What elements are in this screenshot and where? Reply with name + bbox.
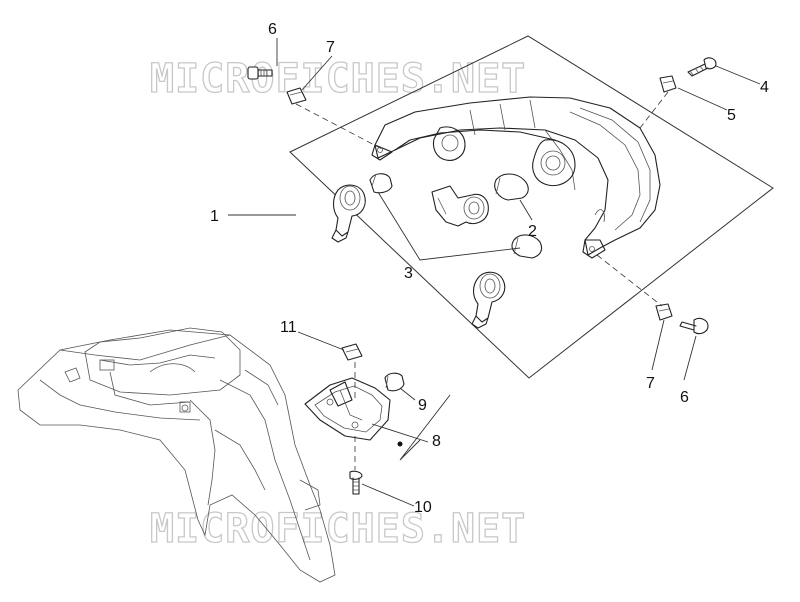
screw-10 xyxy=(349,470,363,495)
bulb-part-2 xyxy=(494,173,529,201)
callout-6-upper: 6 xyxy=(268,21,277,38)
rear-fender xyxy=(17,327,336,583)
clip-nut-5 xyxy=(659,75,677,93)
clip-nut-11 xyxy=(341,343,363,361)
callout-1: 1 xyxy=(210,208,219,225)
leader-7b xyxy=(651,319,665,371)
alignment-line-lower-right xyxy=(596,254,663,307)
callout-3: 3 xyxy=(404,265,413,282)
callout-8: 8 xyxy=(432,433,441,450)
assembly-frame-1 xyxy=(289,35,774,379)
callout-9: 9 xyxy=(418,397,427,414)
marker-dot-8 xyxy=(397,441,403,447)
clip-nut-7-lower xyxy=(655,303,673,321)
callout-4: 4 xyxy=(760,79,769,96)
bracket-8 xyxy=(399,394,451,461)
license-plate-light xyxy=(304,377,391,441)
bulb-socket-lower xyxy=(471,271,506,329)
leader-3 xyxy=(377,191,521,261)
leader-4 xyxy=(715,65,761,85)
bulb-upper-left xyxy=(369,173,393,194)
leader-5 xyxy=(677,87,728,111)
clip-nut-7-upper xyxy=(286,87,307,105)
alignment-line-upper-left xyxy=(295,103,385,151)
bulb-socket-middle xyxy=(431,185,489,227)
bulb-part-9 xyxy=(384,372,405,392)
callout-7-lower: 7 xyxy=(646,375,655,392)
leader-10 xyxy=(361,483,415,507)
callout-11: 11 xyxy=(280,319,297,336)
screw-6-upper xyxy=(247,66,273,80)
callout-5: 5 xyxy=(727,107,736,124)
bulb-socket-upper-left xyxy=(331,184,366,243)
leader-6b xyxy=(683,335,697,381)
leader-7a xyxy=(301,55,333,91)
watermark-bottom: MICROFICHES.NET xyxy=(150,506,526,552)
bulb-lower xyxy=(511,234,543,259)
callout-7-upper: 7 xyxy=(326,39,335,56)
screw-6-lower xyxy=(679,317,709,335)
callout-2: 2 xyxy=(528,223,537,240)
callout-6-lower: 6 xyxy=(680,389,689,406)
taillight-housing xyxy=(371,96,661,259)
leader-9 xyxy=(399,387,416,401)
alignment-line-upper-right xyxy=(639,91,669,129)
watermark-top: MICROFICHES.NET xyxy=(150,56,526,102)
screw-4 xyxy=(687,57,717,77)
leader-2 xyxy=(519,199,533,221)
leader-11 xyxy=(297,331,345,351)
leader-8 xyxy=(371,423,429,443)
callout-10: 10 xyxy=(414,499,432,516)
